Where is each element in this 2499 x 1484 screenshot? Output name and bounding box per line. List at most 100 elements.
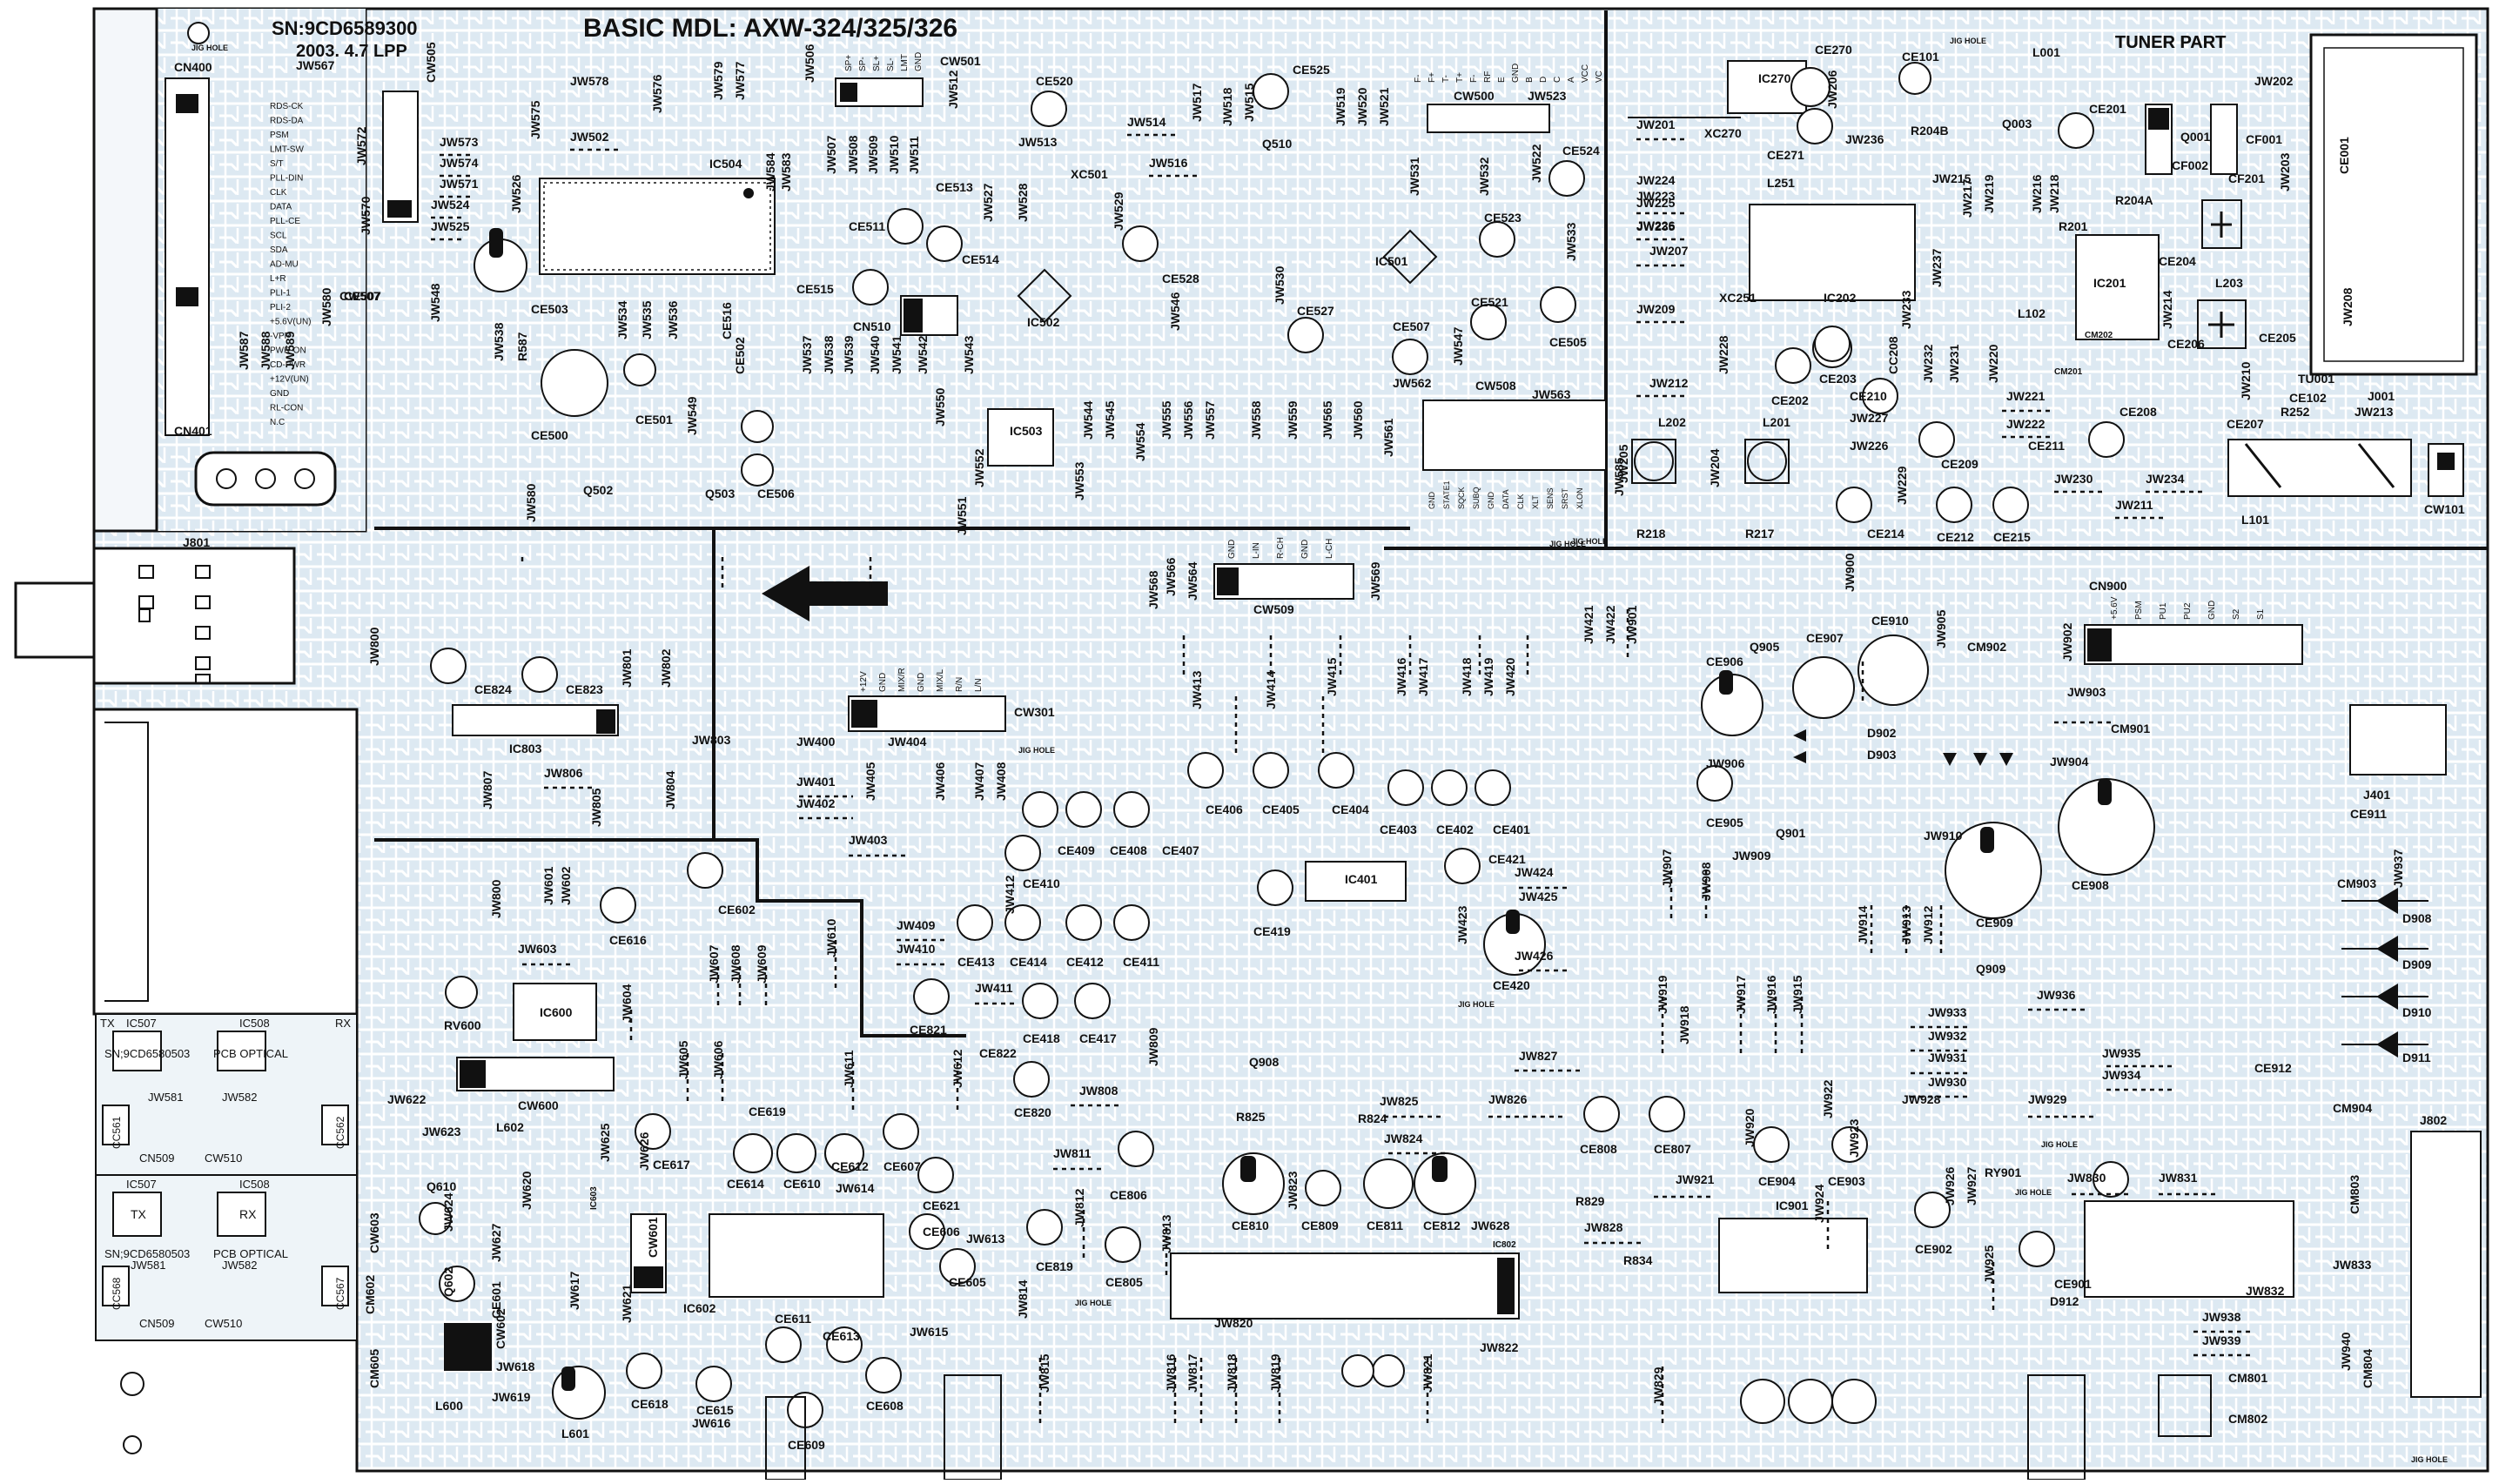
component-label: JW421 [1582,605,1595,644]
component-label: CE403 [1380,823,1417,836]
component-label: IC901 [1776,1199,1809,1212]
component-label: JW405 [863,762,877,801]
component-label: CE608 [866,1399,904,1413]
component-label: Q510 [1262,137,1292,151]
component-label: IC270 [1758,71,1791,85]
component-label: CE615 [696,1403,734,1417]
pin-label: SP+ [844,55,854,71]
component-label: J802 [2420,1113,2447,1127]
pin-label: LMT-SW [270,145,304,155]
component-label: JW410 [897,942,936,956]
component-label: CC208 [1886,336,1900,374]
ic802-chip [1170,1252,1520,1319]
ob1-ce-b: IC508 [239,1017,270,1030]
component-label: JW426 [1515,949,1554,963]
component-label: CE618 [631,1397,668,1411]
component-label: IC201 [2093,276,2126,290]
component-label: CF001 [2246,132,2282,146]
ob2-cn-a: CN509 [139,1317,174,1330]
ob2-jw-a: JW581 [131,1259,165,1272]
component-label: JW406 [933,762,947,801]
component-label: JW931 [1928,1051,1967,1064]
component-label: JW580 [319,287,333,326]
component-label: R825 [1236,1110,1266,1124]
component-label: D909 [2402,957,2432,971]
component-label: JW620 [520,1171,534,1210]
component-label: CE605 [949,1275,986,1289]
component-label: CE612 [831,1159,869,1173]
component-label: XC251 [1719,291,1757,305]
component-label: CE908 [2072,878,2109,892]
component-label: CM903 [2337,876,2376,890]
component-label: CE811 [1367,1219,1403,1232]
ob2-ce-a: IC507 [126,1178,157,1191]
component-label: JW214 [2160,290,2174,329]
component-label: L251 [1767,176,1795,190]
ob1-cc-a: CC561 [111,1116,123,1149]
component-label: JW802 [659,648,673,688]
component-label: JW519 [1333,87,1347,126]
component-label: JW906 [1706,756,1745,770]
component-label: JW423 [1455,905,1469,944]
component-label: JW584 [763,152,777,191]
pin-label: GND [917,673,926,692]
component-label: JW809 [1146,1027,1160,1066]
component-label: CE414 [1010,955,1047,969]
component-label: JW817 [1186,1353,1199,1393]
l101-coil [2227,439,2412,497]
component-label: JW831 [2159,1171,2198,1185]
pin-label: XLT [1531,495,1540,509]
component-label: JW903 [2067,685,2106,699]
component-label: JW549 [685,396,699,435]
component-label: CE911 [2350,807,2387,821]
component-label: JW919 [1656,975,1669,1014]
diode-leads [2341,900,2428,1045]
component-label: JW228 [1716,335,1730,374]
component-label: JW516 [1149,156,1188,170]
component-label: JW936 [2037,988,2076,1002]
small-components [419,62,2129,1428]
component-label: CE511 [849,219,885,233]
component-label: CE520 [1036,74,1073,88]
ry901-relay [2084,1200,2294,1298]
component-label: JW578 [570,74,609,88]
component-label: CE210 [1850,389,1887,403]
component-label: CE507 [344,289,381,303]
component-label: JW409 [897,918,936,932]
component-label: JW821 [1421,1353,1434,1393]
tu001-inner [2323,47,2464,362]
pin-label: CLK [1516,494,1525,509]
component-label: JW520 [1355,87,1369,126]
component-label: JW602 [559,866,573,905]
pin-label: MIX/R [897,668,907,692]
component-label: CE207 [2227,417,2264,431]
component-label: JW502 [570,130,609,144]
component-label: IC503 [1010,424,1043,438]
pin-label: VC [1595,71,1604,83]
pin-label: CLK [270,188,287,198]
component-label: D908 [2402,911,2432,925]
component-label: R252 [2281,405,2310,419]
pin-label: GND [1300,540,1310,559]
mount-hole-bottomleft [120,1372,144,1396]
component-label: JW822 [1480,1340,1519,1354]
pin-label: T- [1441,75,1451,83]
component-label: Q905 [1750,640,1779,654]
header-serial: SN:9CD6589300 [272,17,418,39]
component-label: JW515 [1242,83,1256,122]
pin-label: L/N [974,678,984,692]
component-label: CM202 [2085,331,2113,340]
component-label: JW808 [1079,1084,1119,1098]
component-label: JW510 [887,135,901,174]
component-label: JW618 [496,1360,535,1373]
component-label: JW934 [2102,1068,2141,1082]
component-label: CE420 [1493,978,1530,992]
component-label: CE404 [1332,802,1369,816]
component-label: Q908 [1249,1055,1279,1069]
component-label: IC504 [709,157,742,171]
component-label: JW937 [2391,849,2405,888]
component-label: CE513 [936,180,973,194]
pin-label: +12V(UN) [270,375,309,385]
component-label: CM605 [367,1349,381,1388]
component-label: CE606 [923,1225,960,1239]
